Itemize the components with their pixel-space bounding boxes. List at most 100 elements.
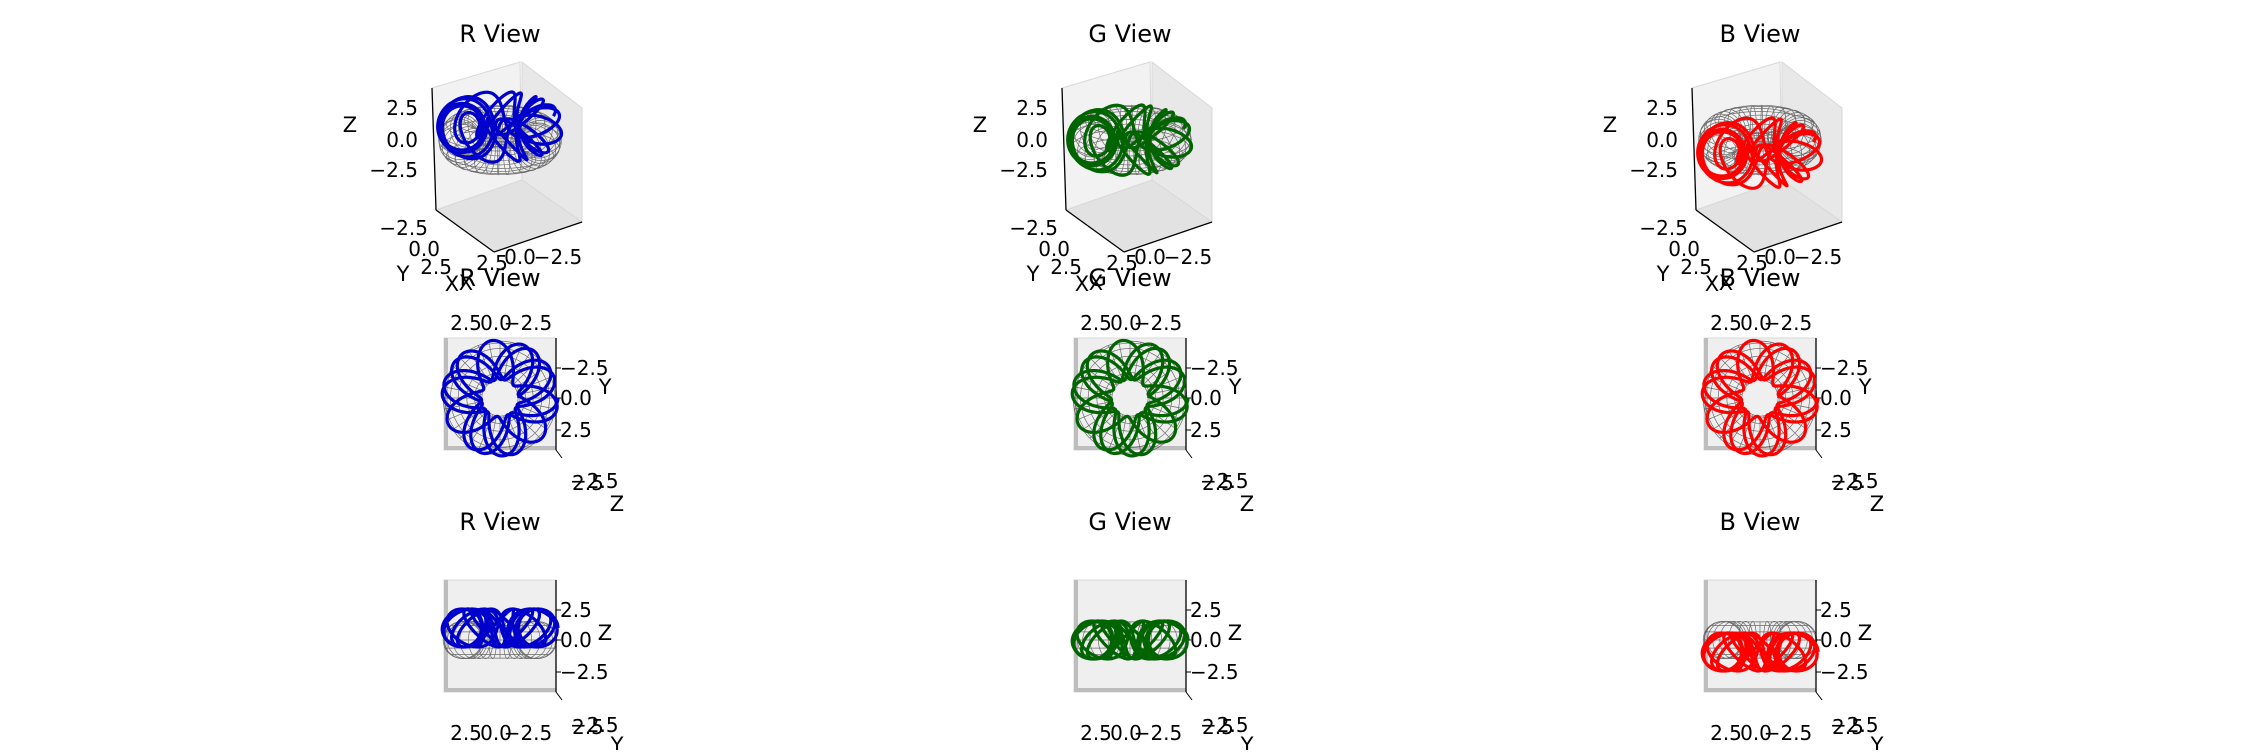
- z-tick-label: 0.0: [1820, 628, 1852, 652]
- y-axis-line: [435, 209, 495, 253]
- z-tick-label: −2.5: [560, 660, 609, 684]
- z-tick-label: −2.5: [570, 469, 619, 493]
- y-tick-label: 2.5: [1820, 418, 1852, 442]
- curve-series: [1700, 338, 1820, 458]
- z-axis-label: Z: [1228, 621, 1242, 645]
- z-tick-label: −2.5: [369, 158, 418, 182]
- y-tick-label: −2.5: [1830, 713, 1879, 737]
- x-axis-label: X: [1089, 271, 1103, 295]
- y-tick-label: −2.5: [1009, 216, 1058, 240]
- subplot-title: R View: [459, 264, 540, 292]
- x-tick-label: 0.0: [504, 245, 536, 269]
- x-tick-label: −2.5: [1134, 721, 1183, 745]
- z-axis-stub: [1185, 449, 1193, 459]
- z-tick-label: 0.0: [1016, 128, 1048, 152]
- z-tick-label: 2.5: [572, 471, 604, 495]
- z-axis-line: [1691, 87, 1697, 211]
- y-tick-label: −2.5: [1639, 216, 1688, 240]
- z-tick-label: −2.5: [1200, 469, 1249, 493]
- x-tick-label: 0.0: [1110, 311, 1142, 335]
- y-tick-label: 2.5: [560, 418, 592, 442]
- z-tick-label: 0.0: [1190, 628, 1222, 652]
- y-tick-label: 2.5: [1050, 255, 1082, 279]
- y-axis-line: [1065, 209, 1125, 253]
- x-tick-label: 2.5: [450, 721, 482, 745]
- y-tick-label: 0.0: [560, 386, 592, 410]
- x-tick-label: 0.0: [1764, 245, 1796, 269]
- z-tick-label: 0.0: [386, 128, 418, 152]
- y-axis-label: Y: [396, 262, 410, 286]
- y-axis-label: Y: [1656, 262, 1670, 286]
- x-tick-label: −2.5: [1764, 311, 1813, 335]
- subplot-title: G View: [1088, 264, 1171, 292]
- z-tick-label: 2.5: [1832, 471, 1864, 495]
- pane-edge-bottom: [1074, 688, 1186, 692]
- y-axis-stub: [555, 691, 563, 701]
- subplot-title: B View: [1719, 20, 1800, 48]
- curve-series: [440, 338, 560, 458]
- z-tick-label: 2.5: [1016, 96, 1048, 120]
- subplot-title: G View: [1088, 20, 1171, 48]
- pane-edge-bottom: [444, 688, 556, 692]
- z-tick-label: 2.5: [1190, 598, 1222, 622]
- x-axis-label: X: [1719, 271, 1733, 295]
- y-tick-label: 0.0: [1190, 386, 1222, 410]
- y-axis-label: Y: [1870, 733, 1884, 750]
- y-axis-label: Y: [1228, 375, 1242, 399]
- y-tick-label: −2.5: [560, 356, 609, 380]
- z-axis-label: Z: [610, 492, 624, 516]
- x-axis-label: X: [459, 271, 473, 295]
- x-tick-label: 2.5: [1710, 311, 1742, 335]
- subplot-title: R View: [459, 20, 540, 48]
- y-axis-label: Y: [1026, 262, 1040, 286]
- x-tick-label: 0.0: [480, 721, 512, 745]
- z-tick-label: −2.5: [1190, 660, 1239, 684]
- curve-series: [1066, 103, 1194, 177]
- y-axis-stub: [1185, 691, 1193, 701]
- x-tick-label: −2.5: [504, 311, 553, 335]
- curve-series: [1696, 116, 1824, 190]
- y-tick-label: 2.5: [1190, 418, 1222, 442]
- z-axis-label: Z: [973, 113, 987, 137]
- z-tick-label: 2.5: [560, 598, 592, 622]
- subplot-title: R View: [459, 508, 540, 536]
- y-tick-label: 0.0: [1820, 386, 1852, 410]
- x-tick-label: −2.5: [534, 245, 583, 269]
- x-tick-label: −2.5: [1134, 311, 1183, 335]
- curve-series: [436, 90, 564, 164]
- x-tick-label: −2.5: [1164, 245, 1213, 269]
- z-tick-label: −2.5: [1820, 660, 1869, 684]
- y-axis-stub: [1815, 691, 1823, 701]
- y-axis-label: Y: [598, 375, 612, 399]
- y-tick-label: −2.5: [570, 713, 619, 737]
- x-tick-label: −2.5: [504, 721, 553, 745]
- y-tick-label: −2.5: [379, 216, 428, 240]
- curve-series: [440, 607, 560, 649]
- z-tick-label: 0.0: [1646, 128, 1678, 152]
- z-axis-stub: [555, 449, 563, 459]
- x-tick-label: 2.5: [1080, 311, 1112, 335]
- x-axis-line: [1753, 221, 1843, 253]
- subplot-title: B View: [1719, 264, 1800, 292]
- y-tick-label: 2.5: [420, 255, 452, 279]
- y-tick-label: 2.5: [572, 715, 604, 739]
- x-axis-line: [1123, 221, 1213, 253]
- y-tick-label: −2.5: [1200, 713, 1249, 737]
- subplot-title: G View: [1088, 508, 1171, 536]
- x-axis-label: X: [1075, 272, 1089, 296]
- z-tick-label: −2.5: [999, 158, 1048, 182]
- z-axis-line: [1061, 87, 1067, 211]
- x-tick-label: 2.5: [1080, 721, 1112, 745]
- x-tick-label: 2.5: [1710, 721, 1742, 745]
- curve-series: [1070, 619, 1190, 661]
- pane-edge-left: [1704, 580, 1708, 692]
- x-tick-label: −2.5: [1794, 245, 1843, 269]
